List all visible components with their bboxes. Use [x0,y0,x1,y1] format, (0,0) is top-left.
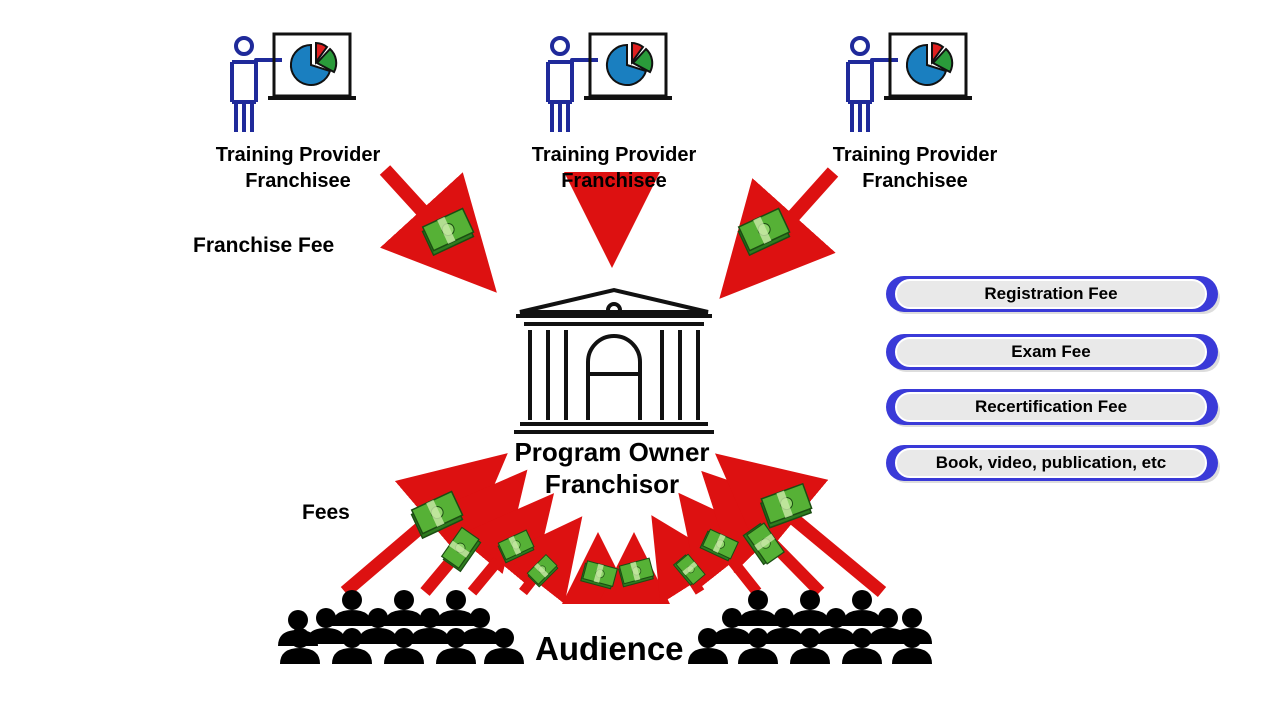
fee-pill-label: Registration Fee [984,284,1118,303]
owner-label: Program Owner Franchisor [482,436,742,500]
owner-label-line1: Program Owner [514,437,710,467]
fee-pill: Book, video, publication, etc [886,445,1222,485]
provider-label: Training Provider Franchisee [504,142,724,194]
provider-label-line2: Franchisee [561,170,667,192]
fees-label: Fees [302,501,350,524]
money-stack-icon [580,559,618,590]
provider-label-line1: Training Provider [215,144,381,166]
audience-label: Audience [535,630,684,667]
presenter-icon [230,32,358,134]
pill-shape [886,334,1220,372]
pill-shape [886,276,1220,314]
fee-pill: Exam Fee [886,334,1222,374]
presenter-icon [546,32,674,134]
presenter-icon [846,32,974,134]
money-stack-icon [736,207,792,256]
owner-label-line2: Franchisor [544,469,680,499]
franchise-fee-label: Franchise Fee [193,234,335,257]
audience-icon [278,590,524,664]
provider-label: Training Provider Franchisee [188,142,408,194]
pill-shape [886,389,1220,427]
fee-pill-label: Exam Fee [1011,342,1091,361]
fee-pill: Recertification Fee [886,389,1222,429]
pill-shape [886,445,1220,483]
provider-label-line2: Franchisee [862,170,968,192]
money-stack-icon [617,557,656,588]
building-icon [514,287,714,434]
fee-pill-label: Recertification Fee [974,397,1128,416]
provider-label-line1: Training Provider [832,144,998,166]
audience-icon [688,590,932,664]
fee-pill-label: Book, video, publication, etc [935,453,1167,472]
provider-label-line2: Franchisee [245,170,351,192]
fee-pill: Registration Fee [886,276,1222,316]
provider-label: Training Provider Franchisee [805,142,1025,194]
provider-label-line1: Training Provider [531,144,697,166]
